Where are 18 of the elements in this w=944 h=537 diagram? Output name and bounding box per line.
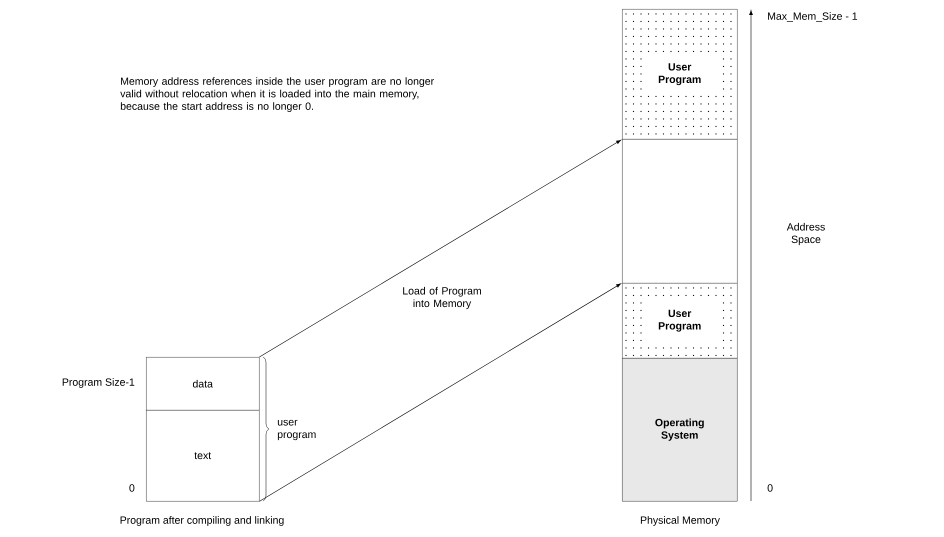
caption: Physical Memory — [640, 516, 720, 526]
address-label: 0 — [129, 484, 134, 492]
text-segment-box: text — [146, 410, 260, 502]
memory-region: User Program — [622, 283, 738, 358]
address-label: Max_Mem_Size - 1 — [768, 12, 858, 22]
address-label: Program Size-1 — [62, 378, 134, 388]
axis-label: Address Space — [786, 222, 825, 246]
arrow — [259, 283, 622, 502]
data-segment-box: data — [146, 357, 260, 410]
memory-region: User Program — [622, 9, 738, 140]
address-label: 0 — [768, 484, 773, 492]
memory-region: Operating System — [622, 358, 738, 502]
arrow — [259, 140, 622, 358]
note-text: Memory address references inside the user program are no longer valid without relocation when it is loaded into the main memory, because the start address is no longer 0. — [120, 77, 434, 112]
brace-label: user program — [278, 420, 316, 440]
memory-region — [622, 139, 738, 284]
note-text: Load of Program into Memory — [403, 286, 481, 310]
caption: Program after compiling and linking — [120, 516, 284, 526]
